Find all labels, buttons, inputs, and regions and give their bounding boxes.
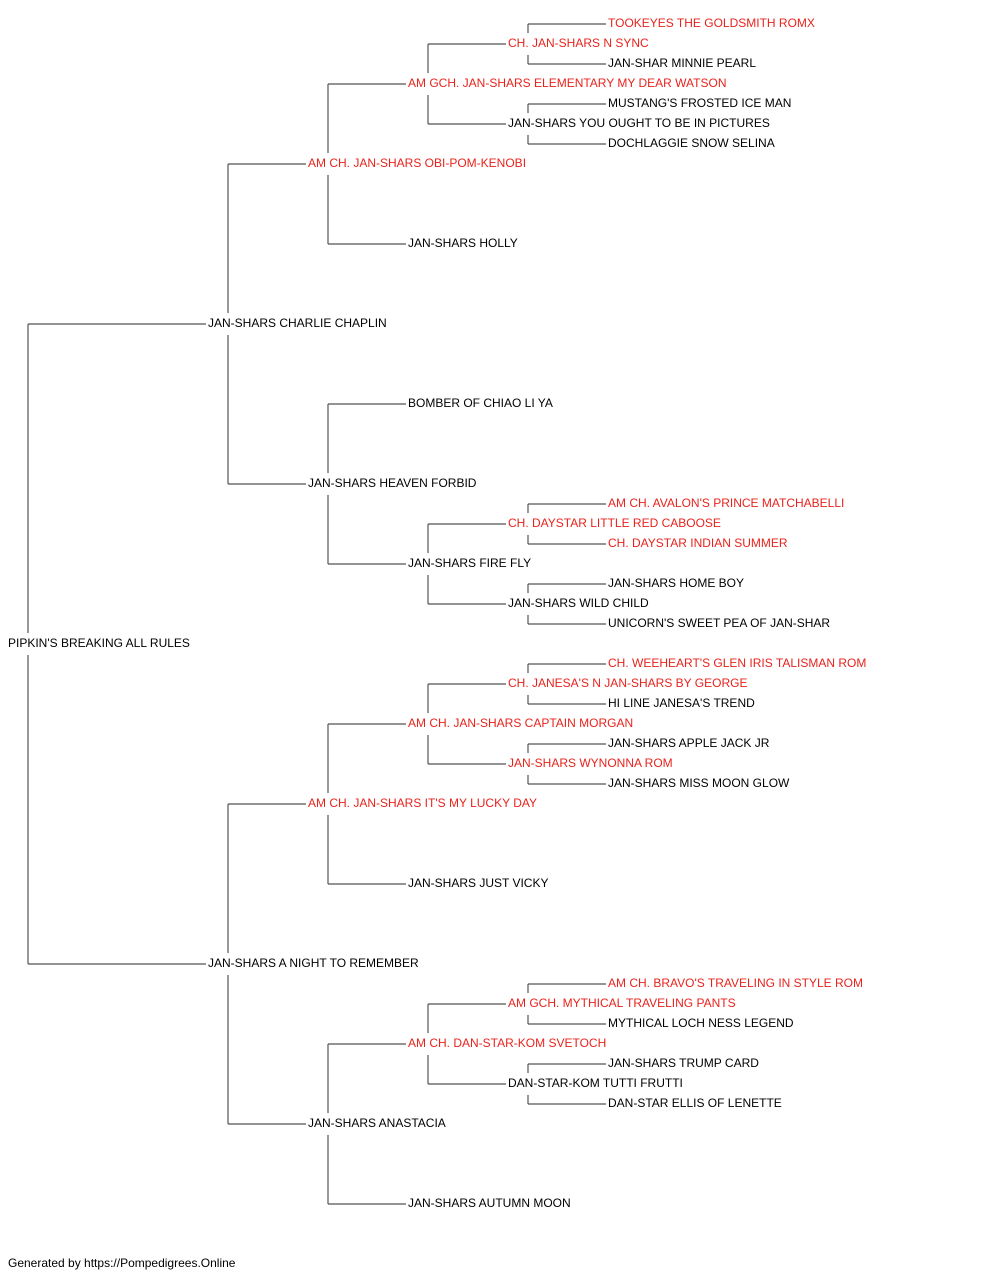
pedigree-name: JAN-SHARS MISS MOON GLOW [608,776,790,790]
pedigree-name: CH. DAYSTAR INDIAN SUMMER [608,536,788,550]
pedigree-name: MYTHICAL LOCH NESS LEGEND [608,1016,794,1030]
pedigree-name: AM GCH. JAN-SHARS ELEMENTARY MY DEAR WAT… [408,76,727,90]
pedigree-name: TOOKEYES THE GOLDSMITH ROMX [608,16,815,30]
pedigree-name: DOCHLAGGIE SNOW SELINA [608,136,775,150]
pedigree-name: CH. DAYSTAR LITTLE RED CABOOSE [508,516,721,530]
pedigree-name: CH. JANESA'S N JAN-SHARS BY GEORGE [508,676,747,690]
pedigree-name: JAN-SHARS WILD CHILD [508,596,649,610]
pedigree-name: AM GCH. MYTHICAL TRAVELING PANTS [508,996,736,1010]
pedigree-name: HI LINE JANESA'S TREND [608,696,755,710]
pedigree-name: JAN-SHARS JUST VICKY [408,876,548,890]
pedigree-name: JAN-SHARS APPLE JACK JR [608,736,770,750]
pedigree-name: UNICORN'S SWEET PEA OF JAN-SHAR [608,616,830,630]
pedigree-name: AM CH. DAN-STAR-KOM SVETOCH [408,1036,606,1050]
pedigree-name: DAN-STAR-KOM TUTTI FRUTTI [508,1076,683,1090]
pedigree-name: JAN-SHARS AUTUMN MOON [408,1196,571,1210]
pedigree-name: DAN-STAR ELLIS OF LENETTE [608,1096,782,1110]
pedigree-name: AM CH. BRAVO'S TRAVELING IN STYLE ROM [608,976,863,990]
pedigree-name: JAN-SHARS ANASTACIA [308,1116,446,1130]
pedigree-name: AM CH. JAN-SHARS CAPTAIN MORGAN [408,716,633,730]
pedigree-name: CH. WEEHEART'S GLEN IRIS TALISMAN ROM [608,656,866,670]
pedigree-name: PIPKIN'S BREAKING ALL RULES [8,636,190,650]
pedigree-name: JAN-SHARS YOU OUGHT TO BE IN PICTURES [508,116,770,130]
pedigree-name: JAN-SHARS FIRE FLY [408,556,531,570]
pedigree-name: JAN-SHARS HOLLY [408,236,518,250]
pedigree-name: JAN-SHAR MINNIE PEARL [608,56,756,70]
pedigree-name: JAN-SHARS CHARLIE CHAPLIN [208,316,387,330]
pedigree-name: MUSTANG'S FROSTED ICE MAN [608,96,791,110]
pedigree-name: JAN-SHARS A NIGHT TO REMEMBER [208,956,419,970]
pedigree-name: AM CH. JAN-SHARS OBI-POM-KENOBI [308,156,526,170]
pedigree-name: JAN-SHARS HOME BOY [608,576,744,590]
pedigree-name: CH. JAN-SHARS N SYNC [508,36,649,50]
pedigree-name: JAN-SHARS TRUMP CARD [608,1056,759,1070]
pedigree-name: AM CH. JAN-SHARS IT'S MY LUCKY DAY [308,796,537,810]
pedigree-name: AM CH. AVALON'S PRINCE MATCHABELLI [608,496,844,510]
footer-credit: Generated by https://Pompedigrees.Online [8,1256,236,1270]
pedigree-name: JAN-SHARS HEAVEN FORBID [308,476,477,490]
pedigree-name: JAN-SHARS WYNONNA ROM [508,756,673,770]
pedigree-name: BOMBER OF CHIAO LI YA [408,396,553,410]
